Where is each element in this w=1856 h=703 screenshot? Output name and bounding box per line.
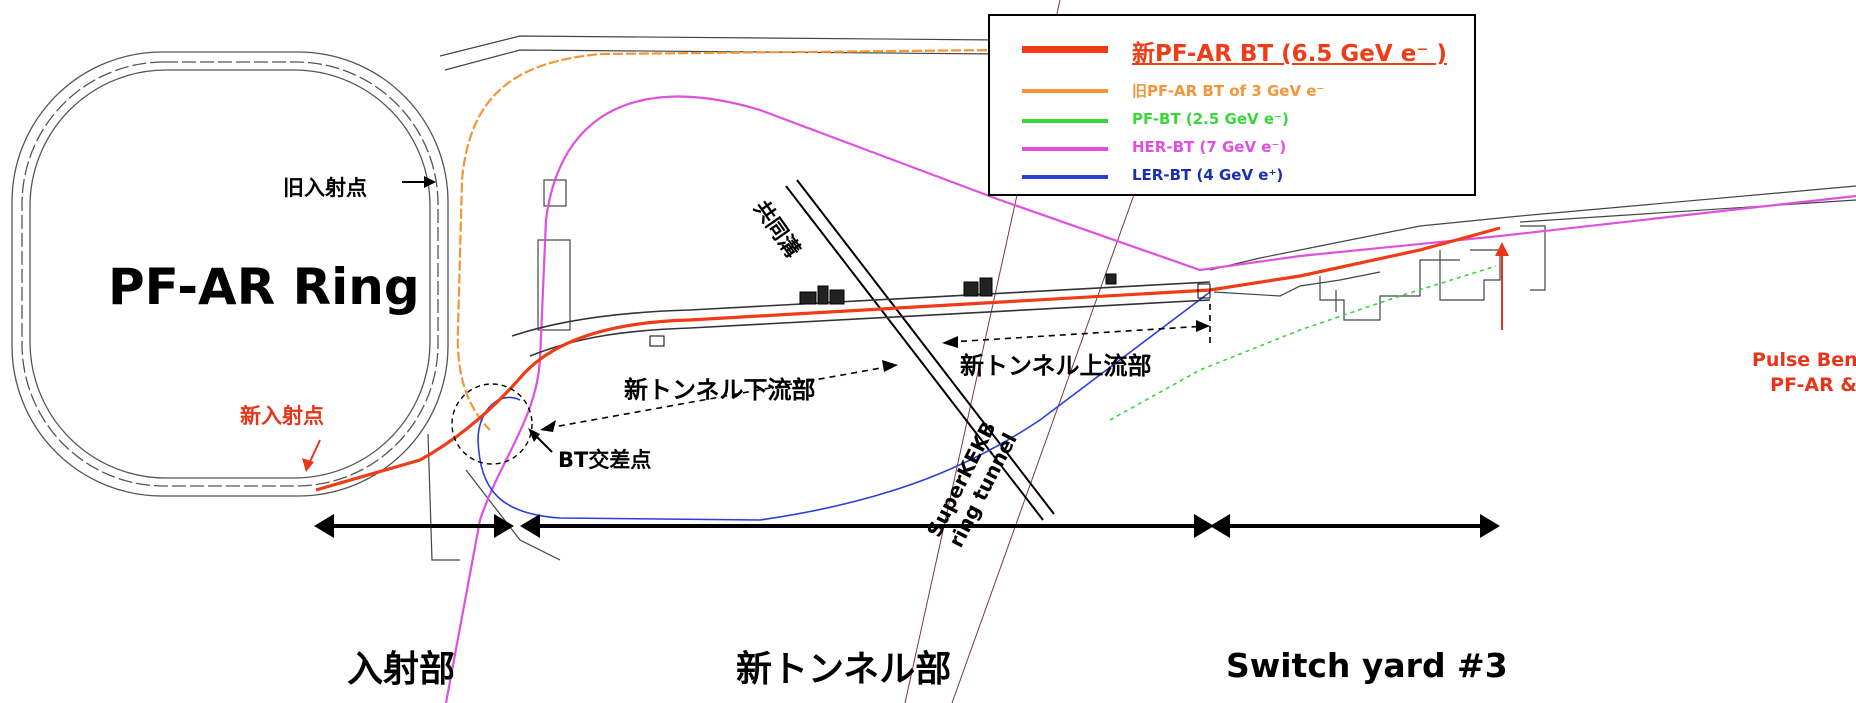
pulse-bend-line2: PF-AR & PF <box>1770 374 1856 396</box>
section-switch-yard: Switch yard #3 <box>1226 646 1508 685</box>
tunnel-downstream-label: 新トンネル下流部 <box>624 376 816 404</box>
old-injection-arrowhead <box>424 176 436 188</box>
ler-bt-line <box>477 291 1211 521</box>
tunnel-upstream-label: 新トンネル上流部 <box>960 352 1152 380</box>
legend-swatch-old-pfar-bt <box>1022 89 1108 93</box>
legend-swatch-new-pfar-bt <box>1022 46 1108 53</box>
arrow-heads <box>540 320 1210 432</box>
legend-swatch-ler-bt <box>1022 175 1108 179</box>
tunnel-dimension-arrows <box>547 304 1211 429</box>
bt-crossing-circle <box>451 383 533 465</box>
new-injection-label: 新入射点 <box>240 404 324 428</box>
new-tunnel-walls <box>511 281 1211 357</box>
section-injection: 入射部 <box>347 649 456 690</box>
shared-trench-lines <box>785 179 1055 521</box>
legend-swatch-pf-bt <box>1022 119 1108 123</box>
new-pfar-bt-line <box>315 226 1501 492</box>
pulse-bend-arrowhead <box>1495 242 1509 256</box>
pulse-bend-line1: Pulse Bend for <box>1752 349 1856 371</box>
section-arrow-heads <box>314 514 1500 538</box>
equipment-blocks <box>649 273 1211 347</box>
old-pfar-bt-line <box>456 48 1001 431</box>
bt-crossing-arrowhead <box>528 428 540 442</box>
legend-label-her-bt: HER-BT (7 GeV e⁻) <box>1132 138 1287 156</box>
legend-label-new-pfar-bt: 新PF-AR BT (6.5 GeV e⁻ ) <box>1132 41 1447 67</box>
legend-label-ler-bt: LER-BT (4 GeV e⁺) <box>1132 166 1284 184</box>
pulse-bend-label: Pulse Bend for PF-AR & PF <box>1752 348 1856 398</box>
legend-label-pf-bt: PF-BT (2.5 GeV e⁻) <box>1132 110 1289 128</box>
bt-crossing-label: BT交差点 <box>558 448 652 472</box>
legend-label-old-pfar-bt: 旧PF-AR BT of 3 GeV e⁻ <box>1132 82 1325 100</box>
pf-bt-line <box>1109 265 1497 421</box>
pf-ar-ring <box>11 51 449 497</box>
section-new-tunnel: 新トンネル部 <box>736 649 952 690</box>
ring-title: PF-AR Ring <box>108 258 420 316</box>
legend: 新PF-AR BT (6.5 GeV e⁻ ) 旧PF-AR BT of 3 G… <box>988 14 1476 196</box>
her-bt-line <box>444 95 1856 703</box>
new-injection-arrowhead <box>302 458 314 472</box>
legend-swatch-her-bt <box>1022 147 1108 151</box>
building-outlines <box>427 35 1856 561</box>
old-injection-label: 旧入射点 <box>283 176 367 200</box>
